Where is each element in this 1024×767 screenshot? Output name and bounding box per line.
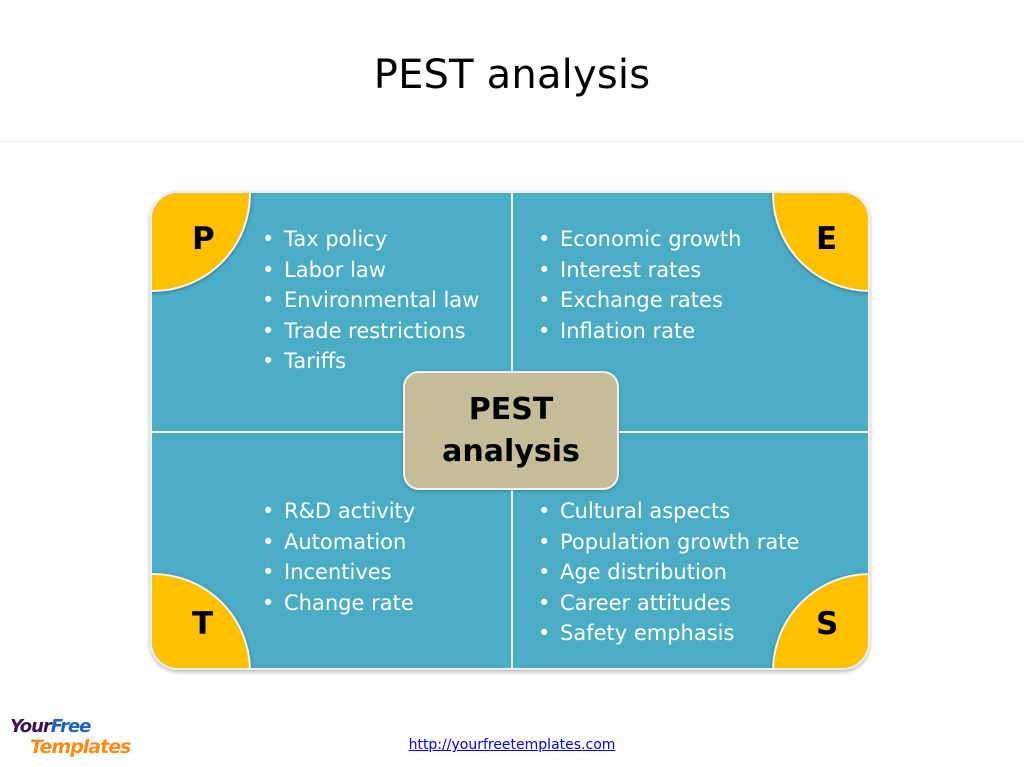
list-item: Labor law bbox=[262, 255, 479, 286]
list-item: R&D activity bbox=[262, 496, 415, 527]
center-label-box: PEST analysis bbox=[403, 371, 619, 490]
social-letter: S bbox=[816, 606, 839, 642]
logo-word-free: Free bbox=[50, 716, 92, 737]
website-link[interactable]: http://yourfreetemplates.com bbox=[408, 737, 616, 753]
list-item: Inflation rate bbox=[538, 316, 741, 347]
list-item: Tariffs bbox=[262, 346, 479, 377]
economic-factors-list: Economic growth Interest rates Exchange … bbox=[538, 224, 741, 346]
slide-title: PEST analysis bbox=[373, 52, 651, 98]
list-item: Environmental law bbox=[262, 285, 479, 316]
list-item: Safety emphasis bbox=[538, 618, 799, 649]
list-item: Age distribution bbox=[538, 557, 799, 588]
list-item: Trade restrictions bbox=[262, 316, 479, 347]
list-item: Cultural aspects bbox=[538, 496, 799, 527]
list-item: Exchange rates bbox=[538, 285, 741, 316]
political-letter: P bbox=[192, 221, 215, 257]
logo-word-your: Your bbox=[10, 716, 52, 737]
list-item: Population growth rate bbox=[538, 527, 799, 558]
list-item: Change rate bbox=[262, 588, 415, 619]
header-divider bbox=[0, 141, 1024, 142]
technological-letter: T bbox=[192, 606, 214, 642]
economic-letter: E bbox=[816, 221, 838, 257]
list-item: Tax policy bbox=[262, 224, 479, 255]
center-label-line2: analysis bbox=[442, 433, 580, 469]
technological-factors-list: R&D activity Automation Incentives Chang… bbox=[262, 496, 415, 618]
political-factors-list: Tax policy Labor law Environmental law T… bbox=[262, 224, 479, 377]
center-label-line1: PEST bbox=[468, 391, 554, 427]
list-item: Interest rates bbox=[538, 255, 741, 286]
list-item: Career attitudes bbox=[538, 588, 799, 619]
social-factors-list: Cultural aspects Population growth rate … bbox=[538, 496, 799, 649]
pest-diagram-frame: P E T S Tax policy Labor law Environment… bbox=[150, 191, 870, 670]
list-item: Economic growth bbox=[538, 224, 741, 255]
list-item: Automation bbox=[262, 527, 415, 558]
logo-word-templates: Templates bbox=[30, 736, 131, 758]
brand-logo: YourFree Templates bbox=[8, 716, 138, 760]
list-item: Incentives bbox=[262, 557, 415, 588]
